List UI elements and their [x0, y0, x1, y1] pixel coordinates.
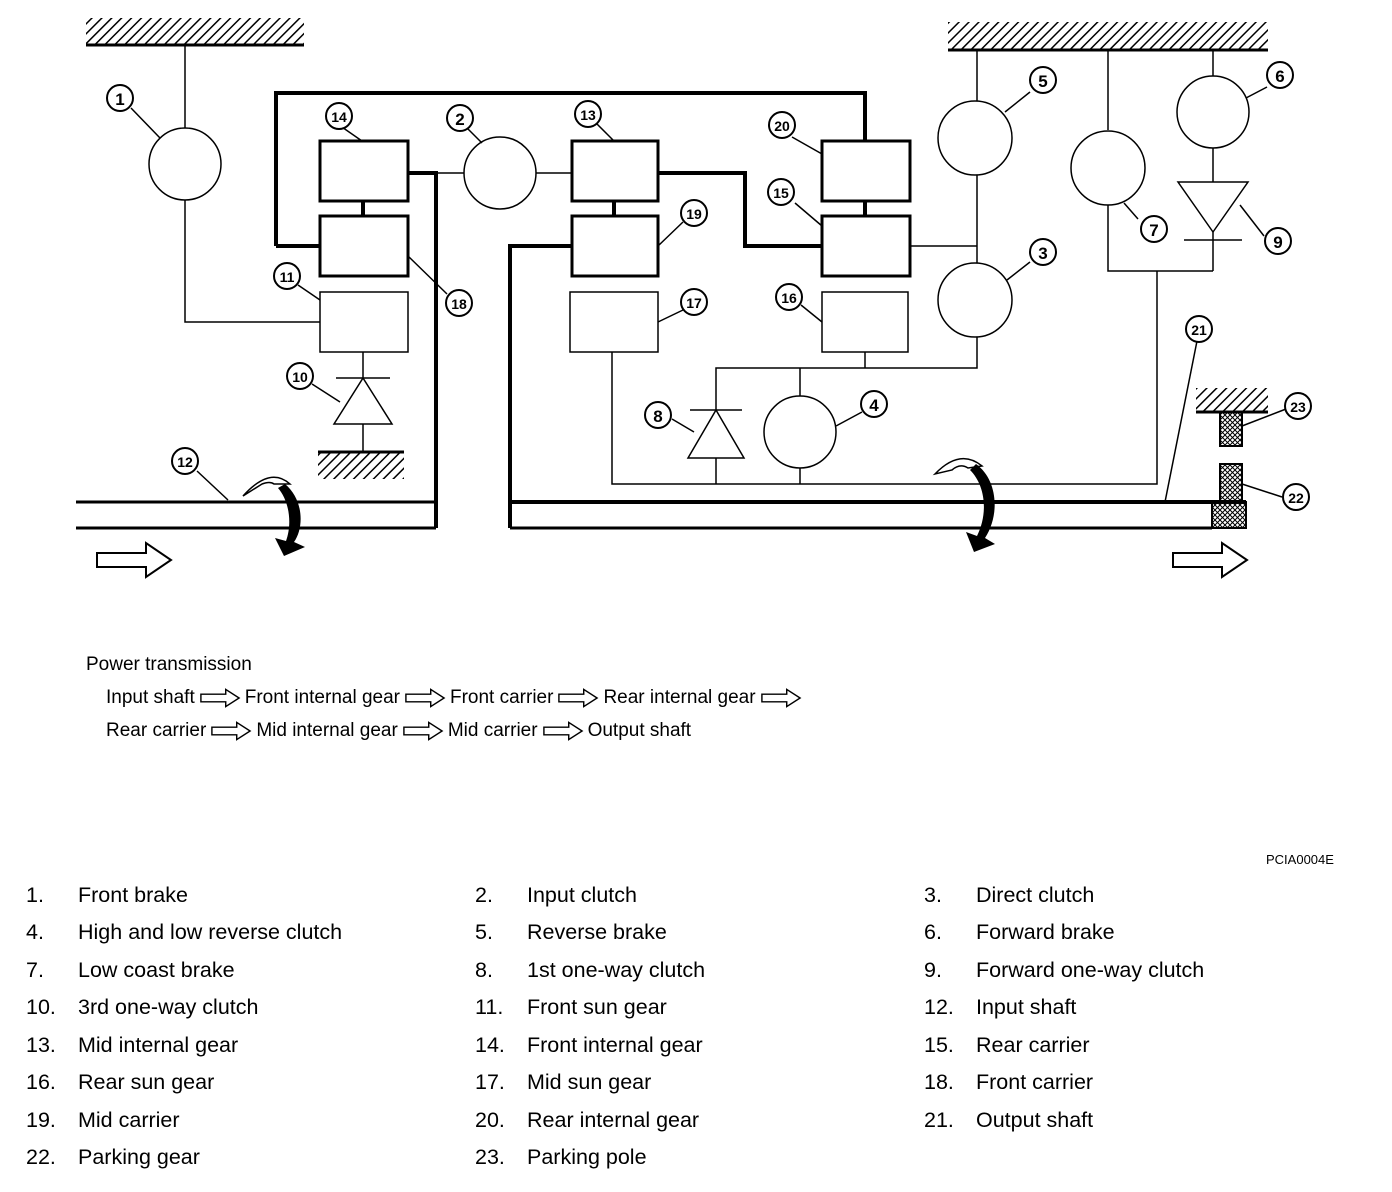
- svg-text:14: 14: [331, 109, 347, 125]
- flow-arrow-out-icon: [1172, 541, 1249, 579]
- svg-text:5: 5: [1038, 72, 1047, 91]
- svg-text:6: 6: [1275, 67, 1284, 86]
- flow-arrow-in-icon: [96, 541, 173, 579]
- gear-boxes: [318, 139, 912, 353]
- svg-text:4: 4: [869, 396, 879, 415]
- badge-20: 20: [768, 111, 796, 139]
- badge-18: 18: [445, 289, 473, 317]
- badge-10: 10: [286, 362, 314, 390]
- figure-code: PCIA0004E: [1266, 852, 1334, 867]
- svg-text:7: 7: [1149, 221, 1158, 240]
- hollow-arrow-icon: [542, 721, 583, 741]
- hollow-arrow-icon: [211, 721, 252, 741]
- badge-14: 14: [325, 102, 353, 130]
- power-row-1: Input shaft Front internal gear Front ca…: [106, 687, 806, 709]
- clutch-circles: [148, 75, 1250, 469]
- power-step: Input shaft: [106, 687, 195, 708]
- badge-12: 12: [171, 447, 199, 475]
- badge-23: 23: [1284, 392, 1312, 420]
- parking-mechanism: [1211, 411, 1247, 529]
- power-row-2: Rear carrier Mid internal gear Mid carri…: [106, 720, 691, 742]
- hollow-arrow-icon: [199, 688, 241, 708]
- power-transmission-title: Power transmission: [86, 654, 252, 675]
- hollow-arrow-icon: [403, 721, 444, 741]
- svg-text:23: 23: [1290, 399, 1306, 415]
- badge-5: 5: [1029, 66, 1057, 94]
- svg-text:22: 22: [1288, 490, 1304, 506]
- power-step: Front carrier: [449, 687, 554, 708]
- svg-text:12: 12: [177, 454, 193, 470]
- badge-9: 9: [1264, 227, 1292, 255]
- power-step: Rear carrier: [106, 720, 207, 741]
- badge-1: 1: [106, 84, 134, 112]
- rotation-arrow-output-icon: [932, 457, 995, 552]
- hollow-arrow-icon: [558, 688, 599, 708]
- hollow-arrow-icon: [760, 688, 801, 708]
- power-step: Rear internal gear: [603, 687, 756, 708]
- badge-21: 21: [1185, 315, 1213, 343]
- svg-text:20: 20: [774, 118, 790, 134]
- transmission-schematic: 1 2 3 4 5 6 7 8 9 10 11 12: [76, 18, 1312, 579]
- power-step: Output shaft: [587, 720, 692, 741]
- badge-3: 3: [1029, 238, 1057, 266]
- badge-19: 19: [680, 199, 708, 227]
- component-legend: 1.Front brake 2.Input clutch 3.Direct cl…: [26, 883, 1205, 1169]
- power-step: Mid carrier: [447, 720, 538, 741]
- badge-17: 17: [680, 288, 708, 316]
- badge-2: 2: [446, 104, 474, 132]
- svg-text:21: 21: [1191, 322, 1207, 338]
- power-step: Front internal gear: [244, 687, 400, 708]
- housing-grounds: [86, 18, 1268, 479]
- badge-16: 16: [775, 283, 803, 311]
- badge-15: 15: [767, 178, 795, 206]
- power-step: Mid internal gear: [256, 720, 398, 741]
- svg-text:15: 15: [773, 185, 789, 201]
- svg-text:2: 2: [455, 110, 464, 129]
- thin-links: [184, 45, 1214, 485]
- leader-lines: [130, 86, 1287, 503]
- svg-text:19: 19: [686, 206, 702, 222]
- thick-links: [274, 91, 867, 528]
- badge-6: 6: [1266, 61, 1294, 89]
- svg-text:10: 10: [292, 369, 308, 385]
- badge-22: 22: [1282, 483, 1310, 511]
- badge-8: 8: [644, 401, 672, 429]
- rotation-arrow-input-icon: [242, 476, 305, 556]
- svg-text:3: 3: [1038, 244, 1047, 263]
- badge-7: 7: [1140, 215, 1168, 243]
- hollow-arrow-icon: [405, 688, 446, 708]
- badge-11: 11: [273, 262, 301, 290]
- svg-text:16: 16: [781, 290, 797, 306]
- svg-text:1: 1: [115, 90, 124, 109]
- svg-text:17: 17: [686, 295, 702, 311]
- svg-text:13: 13: [580, 107, 596, 123]
- svg-text:18: 18: [451, 296, 467, 312]
- svg-text:9: 9: [1273, 233, 1282, 252]
- shafts: [76, 500, 1246, 530]
- badge-13: 13: [574, 100, 602, 128]
- one-way-clutches: [332, 181, 1250, 459]
- svg-text:8: 8: [653, 407, 662, 426]
- svg-text:11: 11: [280, 269, 295, 285]
- badge-4: 4: [860, 390, 888, 418]
